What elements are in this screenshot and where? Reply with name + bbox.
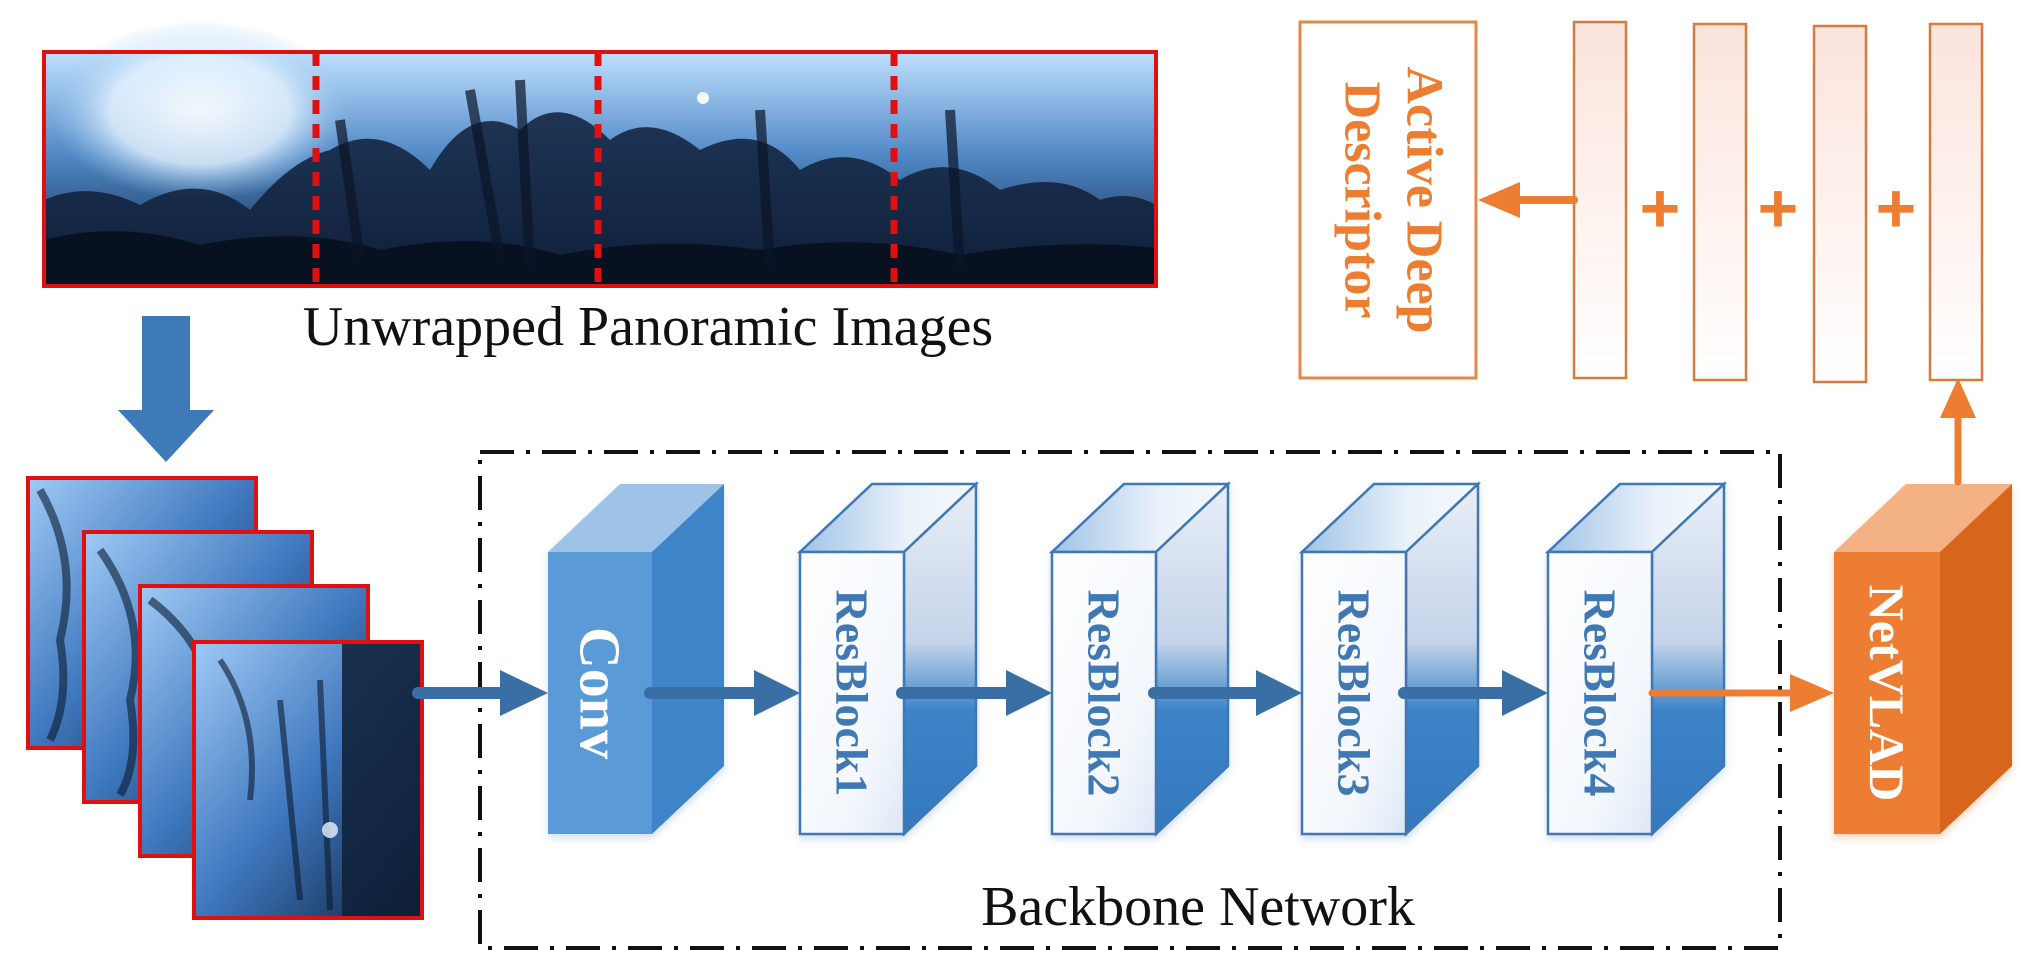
plus-icon: + — [1640, 169, 1681, 247]
up-arrow-icon — [1940, 378, 1976, 486]
down-arrow-icon — [118, 316, 214, 462]
left-arrow-icon — [1478, 182, 1578, 218]
active-deep-descriptor: Active Deep Descriptor — [1298, 20, 1478, 380]
resblock3-block: ResBlock3 — [1298, 481, 1482, 837]
feature-bar-4 — [1928, 22, 1984, 382]
resblock4-label: ResBlock4 — [1575, 590, 1626, 797]
plus-icon: + — [1758, 169, 1799, 247]
netvlad-block: NetVLAD — [1834, 484, 2012, 834]
resblock4-block: ResBlock4 — [1544, 481, 1728, 837]
descriptor-label-line1: Active Deep — [1396, 66, 1453, 333]
resblock1-block: ResBlock1 — [796, 481, 980, 837]
backbone-box — [478, 450, 1782, 950]
right-arrow-icon — [1148, 670, 1302, 716]
resblock3-label: ResBlock3 — [1329, 590, 1380, 797]
resblock2-label: ResBlock2 — [1079, 590, 1130, 797]
panorama-strip — [42, 20, 1158, 288]
right-arrow-icon — [1398, 670, 1548, 716]
netvlad-label: NetVLAD — [1859, 585, 1915, 802]
conv-block: Conv — [548, 484, 724, 834]
resblock1-label: ResBlock1 — [827, 590, 878, 797]
right-arrow-icon — [896, 670, 1052, 716]
panorama-caption: Unwrapped Panoramic Images — [303, 296, 993, 358]
right-arrow-icon — [644, 670, 800, 716]
descriptor-bars — [1572, 20, 1984, 384]
right-arrow-icon — [1648, 674, 1834, 712]
conv-label: Conv — [568, 627, 633, 759]
right-arrow-icon — [412, 670, 548, 716]
image-tile-4 — [192, 640, 424, 920]
plus-icon: + — [1876, 169, 1917, 247]
feature-bar-1 — [1572, 20, 1628, 380]
descriptor-label-line2: Descriptor — [1334, 82, 1391, 319]
feature-bar-3 — [1812, 24, 1868, 384]
backbone-caption: Backbone Network — [981, 876, 1415, 938]
resblock2-block: ResBlock2 — [1048, 481, 1232, 837]
image-stack — [26, 476, 424, 920]
feature-bar-2 — [1692, 22, 1748, 382]
